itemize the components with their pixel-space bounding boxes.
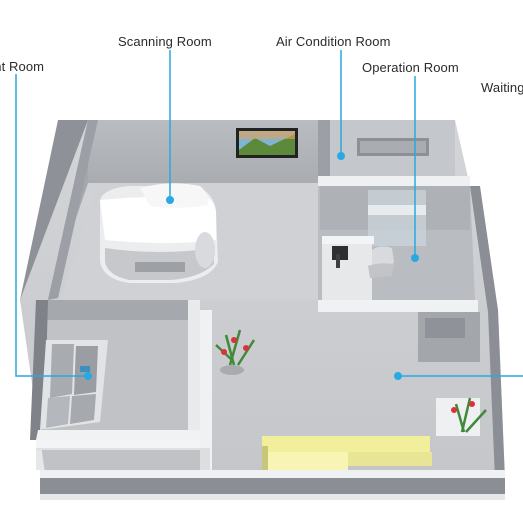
label-operation-room: Operation Room (362, 60, 459, 75)
callout-dots (84, 152, 419, 380)
outer-wall-front (40, 478, 505, 494)
plant-center (215, 329, 256, 375)
callout-dot-operation (411, 254, 419, 262)
callout-dot-waiting (394, 372, 402, 380)
mri-scanner (100, 183, 218, 283)
label-scanning-room: Scanning Room (118, 34, 212, 49)
equipment-room-wall-right (188, 300, 200, 437)
callout-dot-aircon (337, 152, 345, 160)
partition-wall-top (318, 176, 470, 186)
wall-tv (236, 128, 298, 158)
scanning-room-left-wall (48, 120, 98, 300)
callout-dot-scanning (166, 196, 174, 204)
equipment-cabinets (40, 340, 108, 430)
callout-dot-equipment (84, 372, 92, 380)
operator-desk (322, 236, 374, 300)
callout-line-equipment (15, 74, 88, 377)
label-air-condition-room: Air Condition Room (276, 34, 391, 49)
inner-wall-center (200, 310, 212, 480)
observation-window (368, 190, 426, 246)
plant-right (436, 397, 487, 436)
callout-lines (15, 50, 523, 377)
waiting-bench (262, 436, 432, 476)
outer-wall-right (470, 186, 505, 480)
partition-wall-mid (318, 300, 478, 312)
operator-chair (368, 246, 394, 278)
label-equipment-room: ment Room (0, 59, 45, 74)
label-waiting-room: Waiting (481, 80, 523, 95)
